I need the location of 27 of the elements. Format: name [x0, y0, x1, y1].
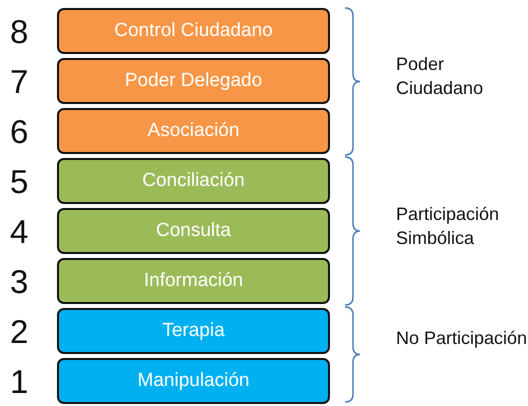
step-label: Poder Delegado — [124, 70, 262, 92]
ladder-step-box — [57, 258, 330, 304]
step-number: 6 — [10, 115, 28, 148]
group-label: No Participación — [396, 327, 528, 350]
ladder-step-box — [57, 158, 330, 204]
step-label: Control Ciudadano — [114, 20, 273, 42]
ladder-step-box — [57, 8, 330, 54]
step-label: Asociación — [148, 120, 240, 142]
step-number: 5 — [10, 165, 28, 198]
ladder-step-box — [57, 358, 330, 404]
ladder-step-box — [57, 208, 330, 254]
step-number: 2 — [10, 315, 28, 348]
step-label: Conciliación — [142, 170, 245, 192]
step-number: 3 — [10, 265, 28, 298]
step-label: Terapia — [162, 320, 225, 342]
ladder-step-box — [57, 58, 330, 104]
step-number: 1 — [10, 365, 28, 398]
step-number: 8 — [10, 15, 28, 48]
ladder-step-box — [57, 308, 330, 354]
group-label: Participación Simbólica — [396, 203, 500, 250]
ladder-step-box — [57, 108, 330, 154]
step-label: Información — [144, 270, 244, 292]
group-label: Poder Ciudadano — [396, 53, 484, 100]
step-number: 4 — [10, 215, 28, 248]
step-label: Consulta — [156, 220, 231, 242]
step-label: Manipulación — [138, 370, 250, 392]
step-number: 7 — [10, 65, 28, 98]
